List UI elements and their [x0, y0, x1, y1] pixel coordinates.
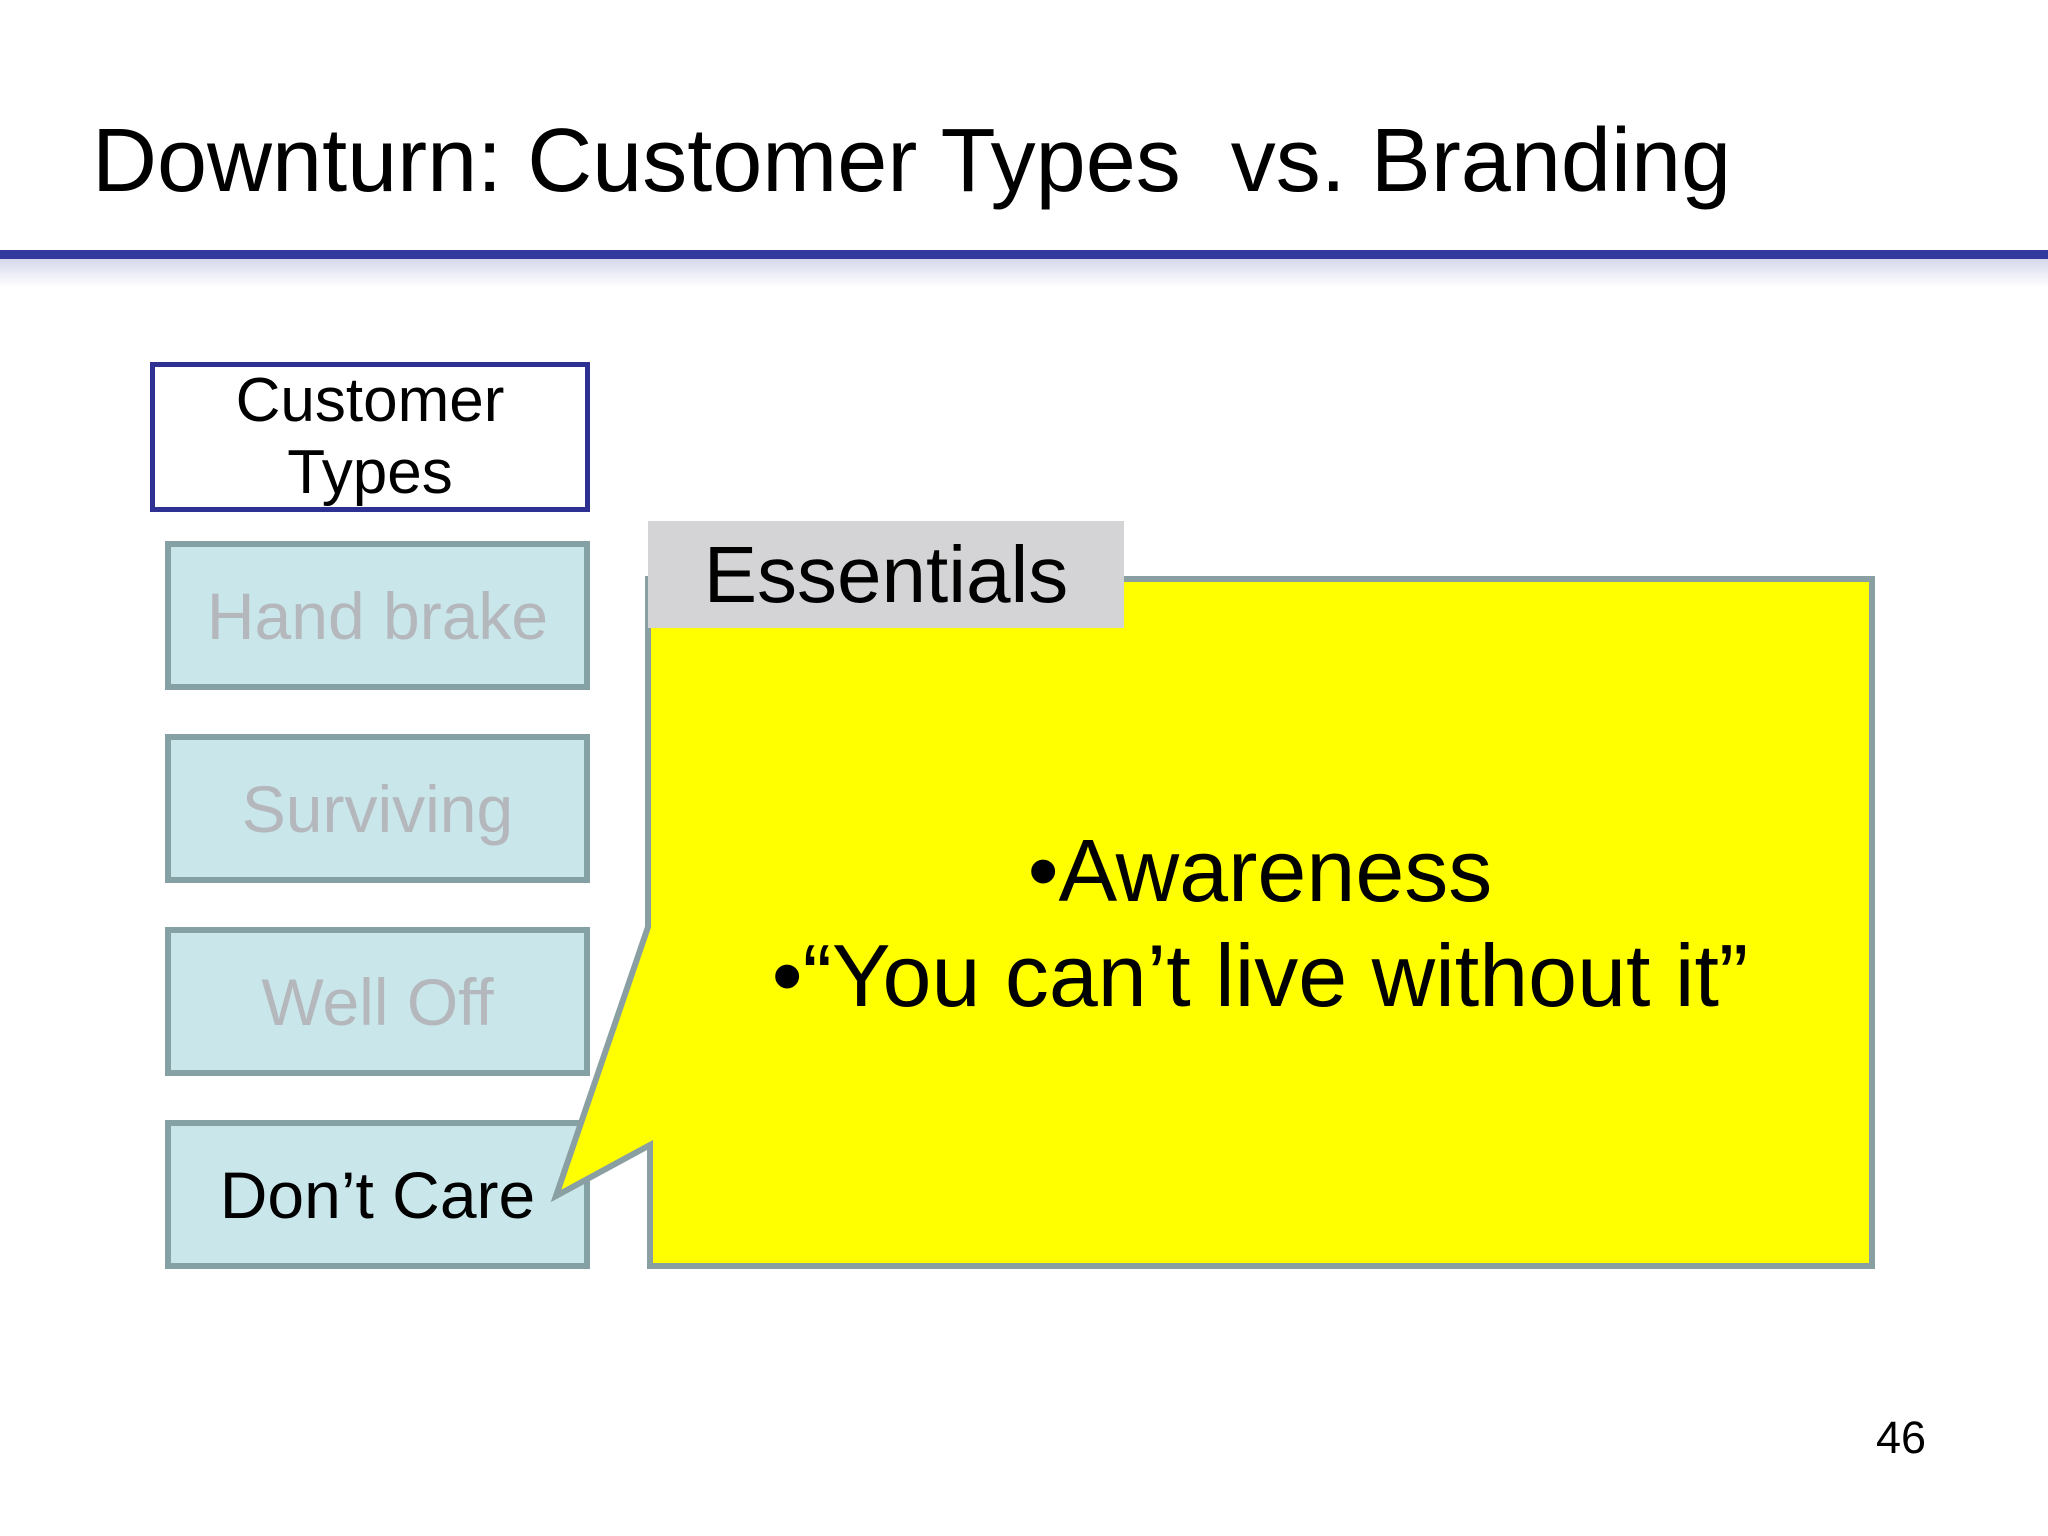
title-divider-line: [0, 250, 2048, 259]
customer-type-label: Don’t Care: [219, 1157, 536, 1232]
essentials-callout-bubble: [550, 576, 1875, 1269]
customer-types-header-line1: Customer: [235, 366, 505, 435]
customer-types-header-box: Customer Types: [150, 362, 590, 512]
customer-type-label: Surviving: [241, 771, 514, 846]
customer-type-box-hand-brake: Hand brake: [165, 541, 590, 690]
callout-text-block: •Awareness •“You can’t live without it”: [660, 579, 1860, 1266]
essentials-tab-text: Essentials: [703, 529, 1069, 619]
customer-type-box-well-off: Well Off: [165, 927, 590, 1076]
customer-type-label: Hand brake: [206, 578, 549, 653]
essentials-tab-label: Essentials: [648, 521, 1124, 628]
page-number: 46: [1876, 1412, 1927, 1463]
customer-type-box-dont-care: Don’t Care: [165, 1120, 590, 1269]
customer-type-label: Well Off: [261, 964, 494, 1039]
title-divider-shadow: [0, 259, 2048, 287]
customer-types-header-line2: Types: [287, 438, 453, 507]
callout-bullet-line: •Awareness: [1027, 820, 1493, 920]
callout-shape-with-tail: [550, 576, 1875, 1269]
customer-type-box-surviving: Surviving: [165, 734, 590, 883]
slide-title: Downturn: Customer Types vs. Branding: [92, 111, 1732, 211]
callout-bullet-line: •“You can’t live without it”: [771, 925, 1749, 1025]
